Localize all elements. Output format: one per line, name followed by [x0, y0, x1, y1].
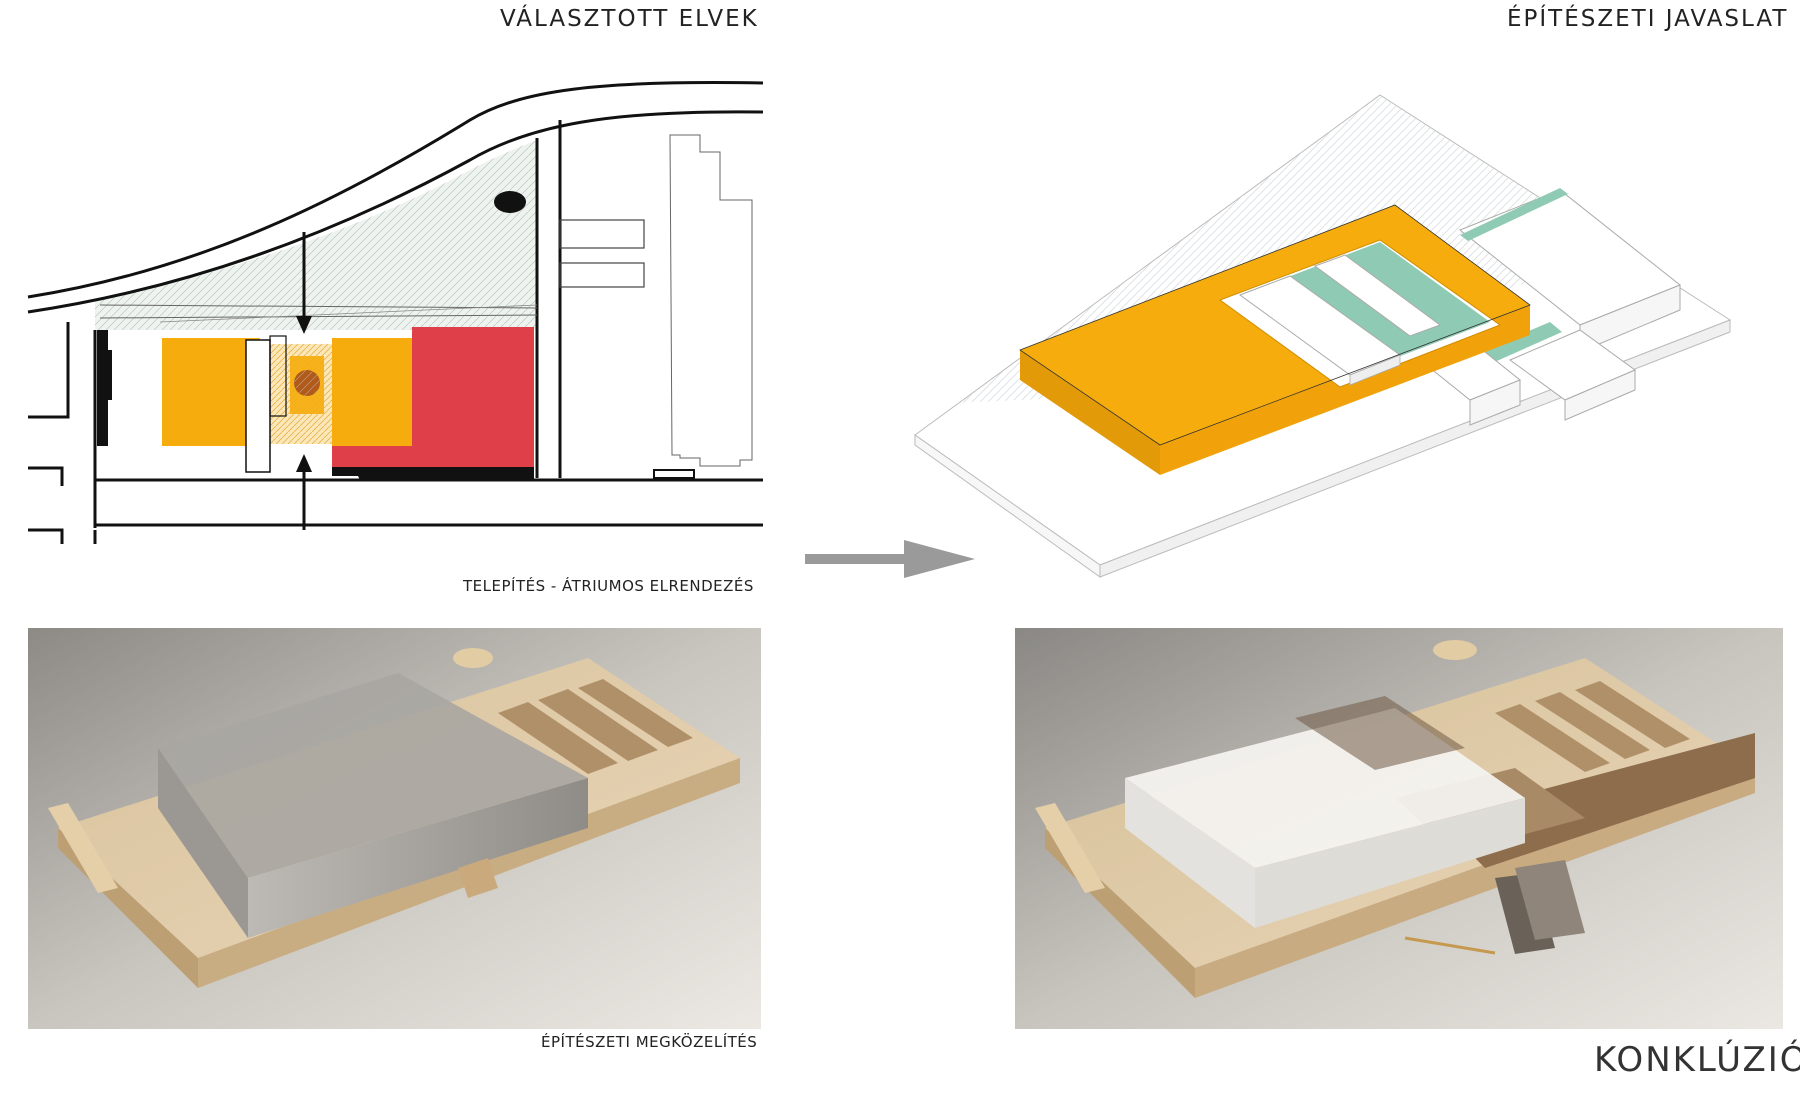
caption-site-plan: TELEPÍTÉS - ÁTRIUMOS ELRENDEZÉS — [463, 577, 754, 595]
pencil — [1404, 936, 1496, 955]
model-photo-left — [28, 628, 761, 1029]
orange-block-middle — [332, 338, 412, 446]
neighbour-outline — [669, 134, 753, 467]
arrow-down-icon — [296, 316, 312, 334]
orange-block-west — [162, 338, 260, 446]
arrow-up-icon — [296, 454, 312, 472]
axonometric-proposal — [914, 94, 1732, 578]
caption-model: ÉPÍTÉSZETI MEGKÖZELÍTÉS — [541, 1033, 758, 1051]
road-curve-lower — [27, 110, 764, 314]
site-plan-diagram — [27, 80, 764, 544]
model-photo-right — [1015, 628, 1783, 1029]
glass-volume — [158, 673, 588, 878]
road-curve-upper — [27, 80, 764, 299]
round-object — [494, 191, 526, 213]
red-building — [412, 327, 534, 467]
transition-arrow-icon — [805, 540, 975, 578]
green-strip-top — [1460, 188, 1568, 241]
existing-building-left — [97, 330, 112, 446]
title-chosen-principles: VÁLASZTOTT ELVEK — [500, 6, 759, 32]
title-architectural-proposal: ÉPÍTÉSZETI JAVASLAT — [1507, 6, 1789, 32]
white-slab-2 — [1313, 254, 1442, 337]
conclusion-label: KONKLÚZIÓ — [1594, 1040, 1800, 1080]
